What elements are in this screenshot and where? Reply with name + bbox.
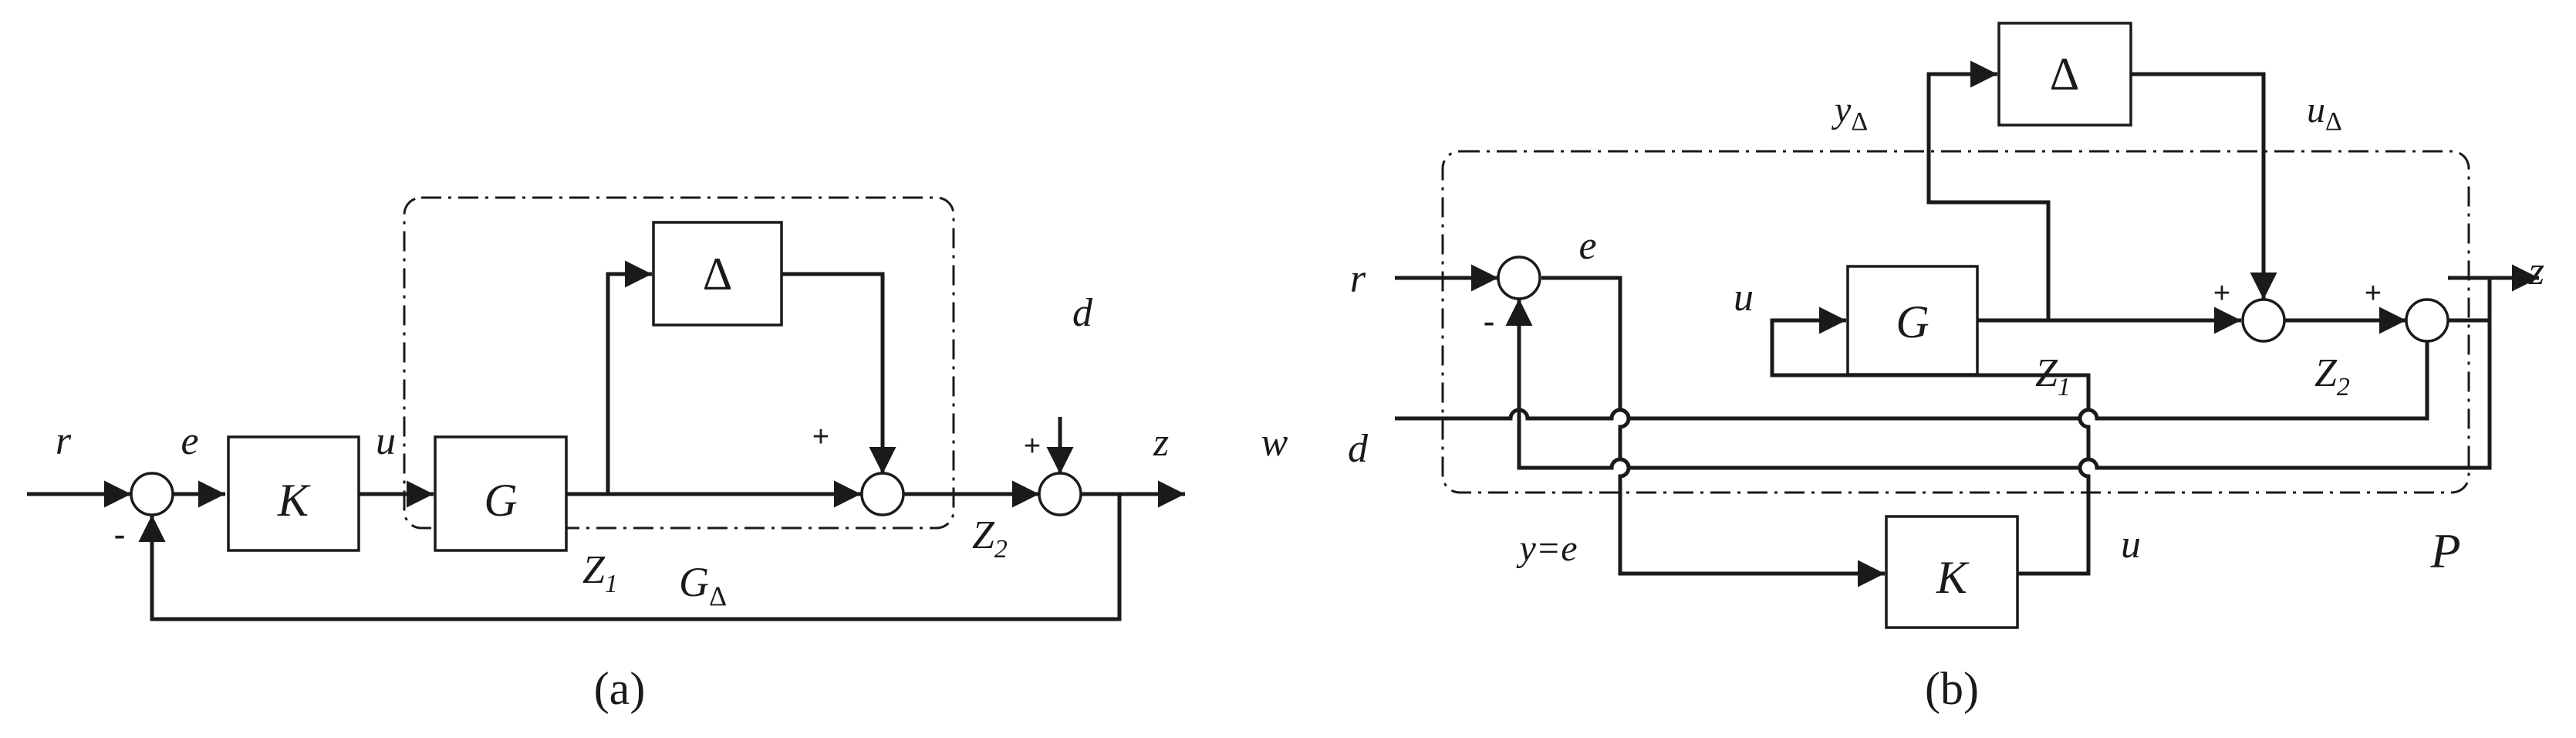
wire-sum2-tail-b (2448, 278, 2492, 323)
wire-delta-to-sum1-b (2131, 72, 2277, 300)
wire-feedback-loop (138, 494, 1122, 621)
plus-sign-2-b: + (2365, 277, 2382, 310)
uncertainty-block-delta-b (1997, 22, 2132, 127)
signal-y-equals-e-label-b: y=e (1516, 528, 1578, 569)
block-g-label-b: G (1896, 296, 1929, 347)
uncertainty-block-delta (652, 221, 783, 327)
panel-a: K G Δ r e u Z1 Z2 d z w GΔ - + + (a) (27, 196, 1288, 714)
signal-y-delta-label-b: yΔ (1831, 90, 1868, 136)
block-k-label-b: K (1936, 552, 1970, 603)
signal-d-label-b: d (1348, 427, 1369, 471)
sum-junction-delta-b (2241, 298, 2286, 343)
signal-r-label-b: r (1350, 257, 1366, 301)
caption-b: (b) (1925, 663, 1979, 714)
signal-e-label-b: e (1578, 224, 1596, 268)
loop-g-delta-label: GΔ (679, 559, 727, 611)
plant-block-g (434, 435, 568, 552)
sum-junction-d-b (2405, 298, 2449, 343)
plus-sign-1-b: + (2213, 277, 2230, 310)
generalized-plant-frame-p (1441, 150, 2470, 494)
block-delta-label-b: Δ (2050, 49, 2080, 100)
minus-sign-feedback: - (113, 514, 125, 554)
sum-junction-d (1038, 472, 1082, 516)
signal-z-label: z (1153, 421, 1169, 465)
minus-sign-b: - (1483, 301, 1494, 341)
wire-feedback-y-b (1505, 278, 2492, 470)
sum-junction-error (130, 472, 174, 516)
uncertain-plant-frame-a (403, 196, 955, 530)
controller-block-k-b (1885, 515, 2019, 629)
signal-z2-label-b: Z2 (2314, 351, 2350, 401)
block-g-label: G (484, 475, 517, 526)
signal-r-label: r (56, 419, 72, 463)
panel-b: G Δ K r d e u Z1 Z2 z y=e u yΔ uΔ P - + … (1348, 22, 2544, 714)
signal-z1-label: Z1 (582, 548, 618, 598)
signal-d-label: d (1072, 291, 1093, 335)
wire-branch-to-delta-b (1926, 60, 2051, 320)
signal-u-output-label-b: u (2121, 523, 2141, 567)
signal-w-label: w (1261, 421, 1288, 465)
plant-block-g-b (1846, 265, 1979, 376)
signal-z-label-b: z (2528, 249, 2544, 293)
sum-junction-delta (860, 472, 905, 516)
signal-e-label: e (181, 419, 198, 463)
signal-u-label: u (376, 419, 396, 463)
sum-junction-error-b (1497, 256, 1541, 300)
block-delta-label: Δ (703, 249, 733, 300)
signal-u-delta-label-b: uΔ (2307, 90, 2342, 136)
caption-a: (a) (594, 663, 646, 714)
signal-u-input-label-b: u (1734, 276, 1754, 320)
block-k-label: K (277, 475, 311, 526)
plant-p-label-b: P (2429, 523, 2460, 578)
signal-z1-label-b: Z1 (2035, 351, 2071, 401)
plus-sign-d: + (1024, 430, 1041, 462)
plus-sign-delta: + (812, 421, 829, 453)
signal-z2-label: Z2 (972, 513, 1008, 564)
wire-branch-to-delta (606, 260, 652, 494)
controller-block-k (227, 435, 360, 552)
wire-delta-to-sum (782, 272, 896, 474)
